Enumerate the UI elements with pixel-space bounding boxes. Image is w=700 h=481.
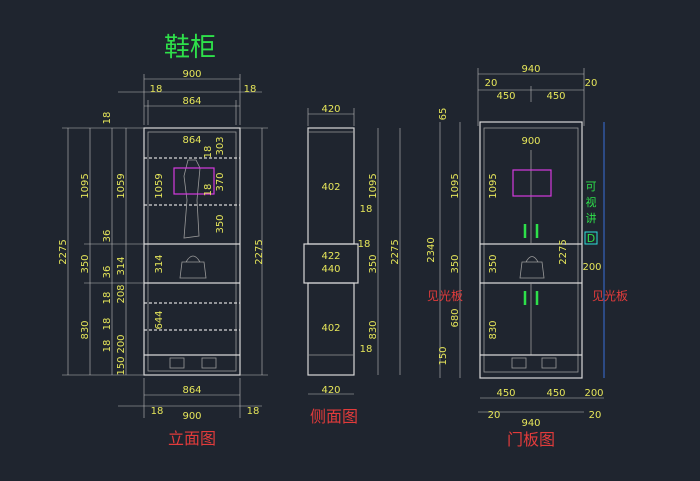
front-in-303: 303 [215,136,226,155]
door-vnote-box [584,231,598,245]
door-in-1095: 1095 [488,173,499,198]
garment-icon [183,159,201,239]
door-bottom-20l: 20 [488,410,501,421]
side-top-width: 420 [321,104,340,115]
door-h350: 350 [450,254,461,273]
front-top-width: 900 [182,69,201,80]
side-view-label: 侧面图 [310,407,358,426]
front-h-18e: 18 [102,340,113,353]
front-h-36a: 36 [102,230,113,243]
side-d18a: 18 [360,204,373,215]
door-bottom-450l: 450 [496,388,515,399]
door-h1095: 1095 [450,173,461,198]
door-h2275: 2275 [558,239,569,264]
front-in-18a: 18 [203,146,214,159]
side-h1095: 1095 [368,173,379,198]
door-shoe-left [511,357,527,369]
shoe-icon-right [201,357,217,369]
front-top-left-18: 18 [150,84,163,95]
door-top-450l: 450 [496,91,515,102]
door-in-350: 350 [488,254,499,273]
front-in-644: 644 [154,310,165,329]
door-side-200: 200 [582,262,601,273]
front-h-36b: 36 [102,266,113,279]
front-h-mid: 350 [80,254,91,273]
door-vnote-2: 讲 [586,211,597,225]
door-view-label: 门板图 [507,430,555,449]
front-h-total: 2275 [58,239,69,264]
door-h830: 830 [488,320,499,339]
door-vnote-3: D [587,232,595,245]
front-h-1059: 1059 [116,173,127,198]
front-top-right-18: 18 [244,84,257,95]
front-bottom-left-18: 18 [151,406,164,417]
door-h680: 680 [450,308,461,327]
front-h-208: 208 [116,284,127,303]
door-bottom-450r: 450 [546,388,565,399]
door-label-right: 见光板 [592,289,628,303]
front-right-2275: 2275 [254,239,265,264]
front-h-upper: 1095 [80,173,91,198]
front-h-314a: 314 [116,256,127,275]
front-inner-label: 864 [182,135,201,146]
side-d402b: 402 [321,323,340,334]
side-bottom-width: 420 [321,385,340,396]
side-d440: 440 [321,264,340,275]
front-h-18d: 18 [102,318,113,331]
side-d18b: 18 [358,239,371,250]
front-h-200: 200 [116,334,127,353]
door-vnote-0: 可 [586,180,597,193]
magenta-marker [173,167,215,195]
door-bottom-200: 200 [584,388,603,399]
side-h830: 830 [368,320,379,339]
door-h2340: 2340 [426,237,437,262]
door-top-450r: 450 [546,91,565,102]
front-in-1059: 1059 [154,173,165,198]
front-bottom-width: 900 [182,411,201,422]
door-view: 940 20 20 450 450 900 65 2340 1095 350 6… [426,64,628,449]
side-h2275: 2275 [390,239,401,264]
front-h-18c: 18 [102,292,113,305]
side-view: 420 402 18 18 422 440 402 18 1095 350 83… [303,104,401,426]
door-magenta-marker [512,169,552,197]
shoe-icon-left [169,357,185,369]
door-vnote-1: 视 [586,195,597,209]
door-shoe-right [541,357,557,369]
front-in-18b: 18 [203,184,214,197]
front-bottom-right-18: 18 [247,406,260,417]
side-h350: 350 [368,254,379,273]
door-bag-icon [519,256,545,279]
side-d422: 422 [321,251,340,262]
bag-icon [179,255,207,279]
front-in-350: 350 [215,214,226,233]
front-inner-width: 864 [182,96,201,107]
door-bottom-20r: 20 [589,410,602,421]
front-in-370: 370 [215,172,226,191]
front-view-label: 立面图 [168,429,216,448]
door-inner-900: 900 [521,136,540,147]
door-label-left: 见光板 [427,289,463,303]
front-h-lower: 830 [80,320,91,339]
door-h150: 150 [438,346,449,365]
door-top-20r: 20 [585,78,598,89]
door-top-940: 940 [521,64,540,75]
side-d18c: 18 [360,344,373,355]
drawing-title: 鞋柜 [164,33,216,63]
side-d402a: 402 [321,182,340,193]
front-in-314: 314 [154,254,165,273]
door-top-20l: 20 [485,78,498,89]
front-h-top-18: 18 [102,112,113,125]
front-h-150: 150 [116,356,127,375]
front-bottom-inner: 864 [182,385,201,396]
door-h65: 65 [438,108,449,121]
front-elevation: 900 18 18 864 864 303 18 370 18 350 1059… [58,69,268,448]
door-bottom-940: 940 [521,418,540,429]
